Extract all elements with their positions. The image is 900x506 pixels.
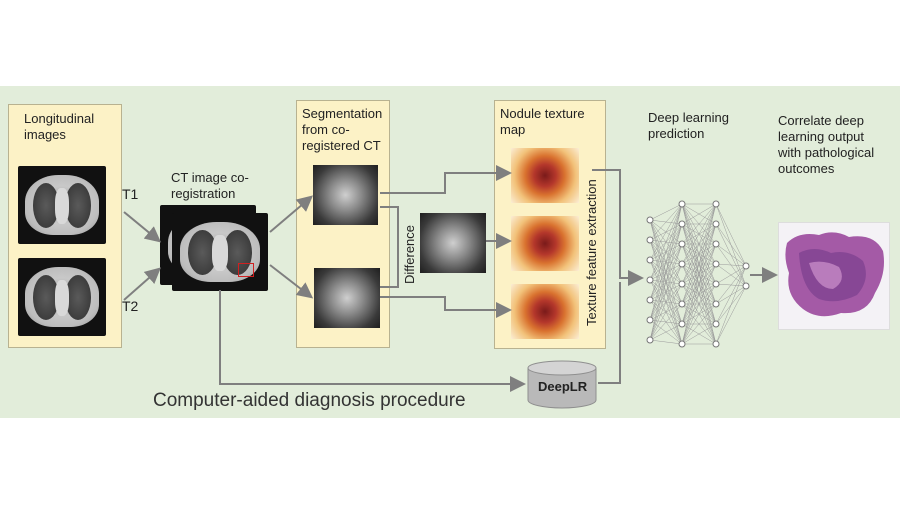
nn-node	[678, 240, 686, 248]
nn-connection	[715, 203, 747, 267]
deep-learning-title: Deep learning prediction	[648, 110, 729, 141]
nn-connection	[681, 203, 717, 345]
nn-node	[742, 262, 750, 270]
nn-node	[678, 300, 686, 308]
nn-connection	[681, 223, 717, 345]
ct-image-coregistered-front	[172, 213, 268, 291]
nn-connection	[715, 265, 747, 305]
nn-connection	[649, 283, 683, 341]
segmented-nodule-t1	[313, 165, 378, 225]
nn-node	[646, 236, 654, 244]
nn-connection	[649, 203, 683, 341]
nn-node	[646, 336, 654, 344]
nn-connection	[681, 303, 717, 345]
nn-node	[678, 340, 686, 348]
nn-connection	[649, 303, 683, 341]
nn-connection	[649, 203, 683, 321]
procedure-caption: Computer-aided diagnosis procedure	[153, 390, 466, 411]
nn-node	[712, 320, 720, 328]
nn-node	[678, 200, 686, 208]
nn-node	[678, 280, 686, 288]
deeplr-cylinder	[527, 360, 597, 409]
coregistration-title: CT image co-registration	[171, 170, 249, 201]
nn-connection	[681, 283, 717, 345]
nn-connection	[681, 243, 717, 345]
t2-label: T2	[122, 298, 139, 314]
nn-node	[712, 300, 720, 308]
texture-map-title: Nodule texture map	[500, 106, 585, 137]
nn-connection	[649, 243, 683, 341]
nn-connection	[681, 203, 717, 285]
pathology-slide-image	[778, 222, 890, 330]
nn-connection	[681, 203, 717, 265]
nn-connection	[649, 339, 683, 345]
ct-image-t1	[18, 166, 106, 244]
nn-node	[712, 200, 720, 208]
nn-node	[678, 260, 686, 268]
texture-map-t2	[511, 284, 579, 339]
nn-connection	[681, 203, 717, 305]
nn-connection	[681, 203, 717, 245]
texture-map-difference	[511, 216, 579, 271]
nn-connection	[649, 203, 683, 281]
nn-connection	[681, 203, 717, 225]
nn-node	[646, 296, 654, 304]
longitudinal-title: Longitudinal images	[24, 111, 95, 142]
difference-image	[420, 213, 486, 273]
nn-connection	[681, 323, 717, 345]
nn-connection	[681, 203, 717, 325]
nn-connection	[649, 203, 683, 221]
segmented-nodule-t2	[314, 268, 380, 328]
nn-connection	[715, 265, 747, 325]
nn-connection	[649, 203, 683, 261]
nn-connection	[715, 263, 747, 267]
nn-node	[646, 276, 654, 284]
nn-node	[646, 256, 654, 264]
deeplr-label: DeepLR	[538, 379, 588, 394]
tissue-section-icon	[785, 232, 884, 317]
nn-node	[678, 320, 686, 328]
nn-node	[742, 282, 750, 290]
nn-connection	[649, 263, 683, 341]
nn-connection	[715, 285, 747, 345]
correlate-title: Correlate deep learning output with path…	[778, 113, 875, 176]
neural-network-diagram	[646, 200, 750, 348]
nn-node	[712, 220, 720, 228]
nodule-roi-box	[238, 263, 254, 277]
nn-connection	[715, 243, 747, 267]
nn-node	[646, 216, 654, 224]
nn-node	[712, 260, 720, 268]
nn-connection	[649, 203, 683, 301]
nn-node	[712, 240, 720, 248]
nn-connection	[715, 265, 747, 345]
nn-node	[712, 340, 720, 348]
nn-connection	[649, 203, 683, 241]
nn-connection	[715, 223, 747, 267]
nn-connection	[649, 223, 683, 341]
ct-image-t2	[18, 258, 106, 336]
nn-node	[646, 316, 654, 324]
nn-connection	[649, 323, 683, 341]
t1-label: T1	[122, 186, 139, 202]
nn-node	[678, 220, 686, 228]
nn-connection	[715, 265, 747, 285]
nn-node	[712, 280, 720, 288]
nn-connection	[681, 263, 717, 345]
segmentation-title: Segmentation from co-registered CT	[302, 106, 383, 153]
texture-map-t1	[511, 148, 579, 203]
